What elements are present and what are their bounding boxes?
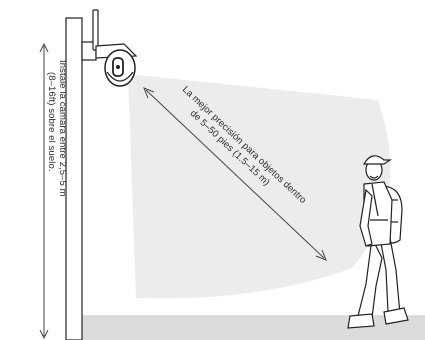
person-icon bbox=[347, 155, 409, 329]
range-arrow bbox=[143, 87, 327, 261]
ground bbox=[82, 316, 425, 340]
wall bbox=[65, 17, 83, 340]
height-note-line2: (8–16ft) sobre el suelo. bbox=[46, 72, 57, 172]
height-note: Instale la cámara entre 2,5–5 m (8–16ft)… bbox=[46, 60, 68, 197]
antenna-icon bbox=[92, 9, 99, 51]
camera bbox=[81, 9, 138, 87]
height-note-line1: Instale la cámara entre 2,5–5 m bbox=[57, 60, 68, 197]
height-arrow bbox=[39, 42, 49, 340]
detection-zone bbox=[128, 74, 391, 299]
